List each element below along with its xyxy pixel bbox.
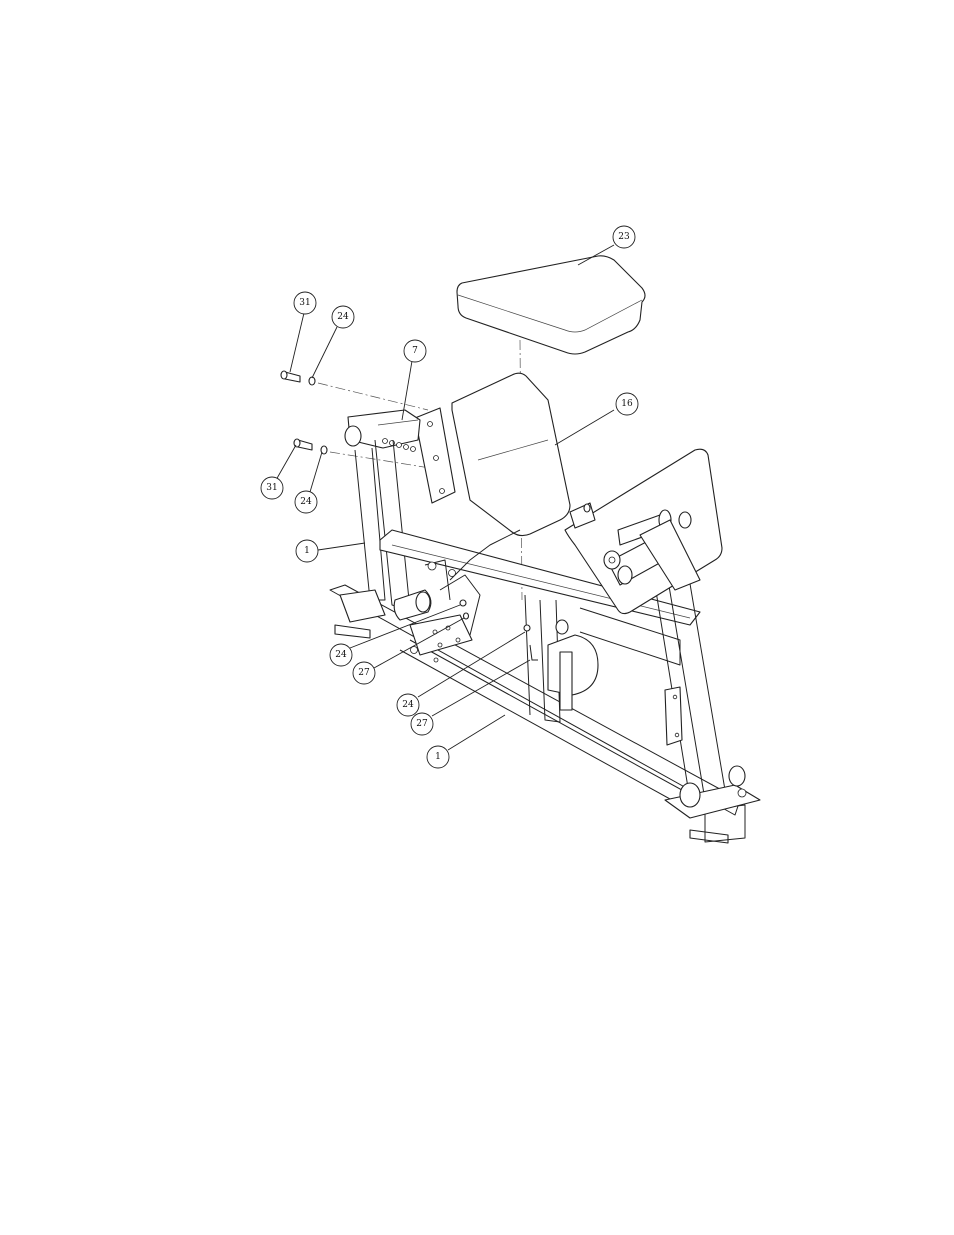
callout-7: 7	[404, 340, 426, 362]
callout-23: 23	[613, 226, 635, 248]
seat-pad	[457, 256, 645, 354]
nut-24-upper	[309, 377, 315, 385]
bolt-31-lower	[294, 439, 312, 450]
callout-27-foot-label: 27	[358, 668, 370, 678]
back-pad	[452, 373, 570, 535]
callout-31-lower: 31	[261, 477, 283, 499]
adjust-plate	[415, 408, 455, 503]
nut-24-foot	[460, 600, 469, 619]
callout-31-upper-label: 31	[299, 298, 310, 308]
callout-16-label: 16	[621, 399, 633, 409]
callout-24-foot: 24	[330, 644, 352, 666]
nut-24-center	[524, 625, 538, 660]
callout-24-center-label: 24	[402, 700, 414, 710]
callout-1-lower-label: 1	[435, 752, 441, 762]
callout-27-center-label: 27	[416, 719, 428, 729]
callout-23-label: 23	[618, 232, 630, 242]
callout-1-lower: 1	[427, 746, 449, 768]
callout-24-center: 24	[397, 694, 419, 716]
callout-1-upper-label: 1	[304, 546, 310, 556]
callout-31-upper: 31	[294, 292, 316, 314]
callout-7-label: 7	[412, 346, 418, 356]
callout-27-center: 27	[411, 713, 433, 735]
bolt-axis-upper	[318, 383, 428, 410]
callout-24-foot-label: 24	[335, 650, 347, 660]
callout-24-lower-label: 24	[300, 497, 312, 507]
callout-24-upper-label: 24	[337, 312, 349, 322]
callout-16: 16	[616, 393, 638, 415]
bolt-axis-lower	[330, 452, 430, 468]
roller-pad	[394, 560, 450, 620]
callout-1-upper: 1	[296, 540, 318, 562]
callout-27-foot: 27	[353, 662, 375, 684]
callout-31-lower-label: 31	[266, 483, 277, 493]
bolt-31-upper	[281, 371, 300, 382]
cam-assembly	[548, 620, 598, 710]
callout-24-lower: 24	[295, 491, 317, 513]
adjust-tube	[345, 410, 420, 452]
callout-24-upper: 24	[332, 306, 354, 328]
